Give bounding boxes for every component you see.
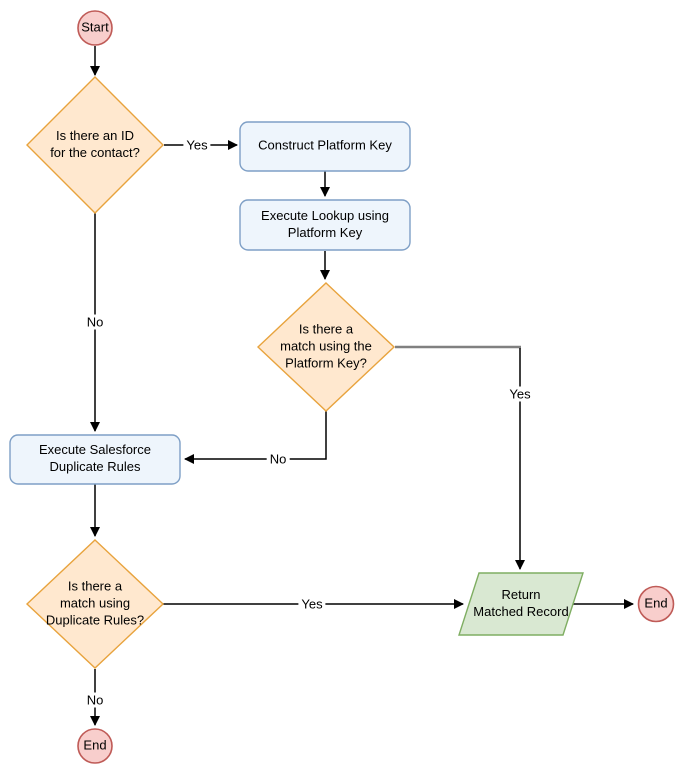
edge-label-duplicate-match-yes: Yes xyxy=(298,596,326,612)
process-duplicate-rules-node xyxy=(9,434,181,485)
edge-label-contact-id-yes: Yes xyxy=(183,137,211,153)
io-return-record-label: Return Matched Record xyxy=(473,587,569,619)
process-execute-lookup-label: Execute Lookup using Platform Key xyxy=(261,208,389,240)
edge-label-duplicate-match-no: No xyxy=(83,692,107,708)
decision-platform-match-label: Is there a match using the Platform Key? xyxy=(280,321,372,371)
end-bottom-label: End xyxy=(83,737,107,753)
process-construct-key-node xyxy=(239,121,411,172)
edge-platform-match-no xyxy=(184,411,327,464)
decision-platform-match-node xyxy=(256,282,396,412)
end-right-node xyxy=(637,585,675,623)
start-node xyxy=(77,10,113,46)
process-duplicate-rules-label: Execute Salesforce Duplicate Rules xyxy=(38,442,151,474)
edge-label-platform-match-no: No xyxy=(266,451,290,467)
edge-label-contact-id-no: No xyxy=(83,314,107,330)
end-right-label: End xyxy=(644,595,668,611)
decision-contact-id-node xyxy=(26,76,164,214)
decision-duplicate-match-node xyxy=(25,539,165,669)
io-return-record-node xyxy=(458,572,584,636)
process-execute-lookup-node xyxy=(239,199,411,251)
edge-label-platform-match-yes: Yes xyxy=(506,386,534,402)
end-bottom-node xyxy=(77,728,113,764)
decision-duplicate-match-label: Is there a match using Duplicate Rules? xyxy=(45,578,145,628)
start-label: Start xyxy=(81,19,109,35)
decision-contact-id-label: Is there an ID for the contact? xyxy=(50,128,140,160)
process-construct-key-label: Construct Platform Key xyxy=(258,137,392,153)
